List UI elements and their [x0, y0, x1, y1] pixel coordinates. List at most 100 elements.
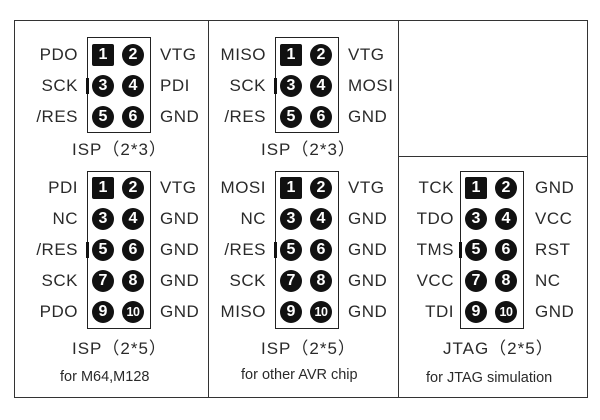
pin-label: SCK	[41, 271, 78, 290]
pin-1: 1	[92, 177, 114, 199]
caption: for JTAG simulation	[426, 370, 553, 386]
pin-2: 2	[310, 177, 332, 199]
pin-4: 4	[495, 208, 517, 230]
pin-label: PDI	[160, 76, 190, 95]
pin-label: GND	[348, 209, 388, 228]
pin-label: GND	[160, 107, 200, 126]
pin-6: 6	[122, 239, 144, 261]
pin-7: 7	[92, 270, 114, 292]
pin-8: 8	[495, 270, 517, 292]
pin-label: TCK	[418, 178, 454, 197]
header-title: ISP（2*3）	[72, 140, 167, 159]
pin-1: 1	[280, 177, 302, 199]
pin-5: 5	[92, 239, 114, 261]
pin-label: VTG	[348, 178, 385, 197]
pin-label: VCC	[535, 209, 573, 228]
pin-label: TMS	[416, 240, 454, 259]
pin-label: MISO	[220, 302, 266, 321]
header-title: ISP（2*5）	[72, 339, 167, 358]
pin-5: 5	[92, 106, 114, 128]
pin1-notch	[86, 242, 89, 258]
pin-7: 7	[465, 270, 487, 292]
pin-label: SCK	[229, 271, 266, 290]
pin-3: 3	[280, 75, 302, 97]
pin-label: /RES	[224, 107, 266, 126]
pin-label: PDO	[39, 302, 78, 321]
outer-frame	[14, 20, 588, 398]
pin-6: 6	[122, 106, 144, 128]
pin-label: GND	[348, 302, 388, 321]
pin-9: 9	[465, 301, 487, 323]
pin-2: 2	[495, 177, 517, 199]
pin-7: 7	[280, 270, 302, 292]
pin-label: GND	[535, 302, 575, 321]
pin-label: TDI	[425, 302, 454, 321]
pin-label: GND	[160, 271, 200, 290]
pin-4: 4	[310, 208, 332, 230]
pin-3: 3	[92, 208, 114, 230]
pin-1: 1	[465, 177, 487, 199]
pin-6: 6	[310, 106, 332, 128]
column-divider-2	[398, 20, 399, 398]
pin-label: TDO	[416, 209, 454, 228]
pin-label: NC	[535, 271, 561, 290]
pin-4: 4	[310, 75, 332, 97]
header-title: JTAG（2*5）	[443, 339, 554, 358]
pin-label: GND	[160, 302, 200, 321]
pin-label: SCK	[229, 76, 266, 95]
pin-label: VTG	[160, 45, 197, 64]
pin-5: 5	[280, 106, 302, 128]
pin1-notch	[274, 242, 277, 258]
pin-9: 9	[280, 301, 302, 323]
pin-2: 2	[310, 44, 332, 66]
header-title: ISP（2*5）	[261, 339, 356, 358]
pin-label: MISO	[220, 45, 266, 64]
pin-label: GND	[535, 178, 575, 197]
pin-10: 10	[310, 301, 332, 323]
pin-label: MOSI	[348, 76, 394, 95]
pin-label: PDO	[39, 45, 78, 64]
header-title: ISP（2*3）	[261, 140, 356, 159]
pin-label: GND	[348, 107, 388, 126]
pin-label: NC	[240, 209, 266, 228]
pin-label: GND	[160, 209, 200, 228]
pin-label: VCC	[416, 271, 454, 290]
pin-label: MOSI	[220, 178, 266, 197]
pin-9: 9	[92, 301, 114, 323]
pin-label: GND	[348, 271, 388, 290]
pin-5: 5	[280, 239, 302, 261]
caption: for other AVR chip	[241, 367, 358, 383]
pin-label: VTG	[160, 178, 197, 197]
caption: for M64,M128	[60, 369, 150, 385]
pin-3: 3	[465, 208, 487, 230]
pin-6: 6	[495, 239, 517, 261]
pin-label: GND	[160, 240, 200, 259]
pin-5: 5	[465, 239, 487, 261]
pin-8: 8	[122, 270, 144, 292]
pin1-notch	[459, 242, 462, 258]
pin-3: 3	[280, 208, 302, 230]
pin-10: 10	[495, 301, 517, 323]
pin-2: 2	[122, 177, 144, 199]
pin-label: GND	[348, 240, 388, 259]
pin1-notch	[86, 78, 89, 94]
pin-label: SCK	[41, 76, 78, 95]
pin-8: 8	[310, 270, 332, 292]
column-divider-1	[208, 20, 209, 398]
pin-label: /RES	[224, 240, 266, 259]
pin-1: 1	[280, 44, 302, 66]
pin-3: 3	[92, 75, 114, 97]
pin-label: /RES	[36, 240, 78, 259]
pin-4: 4	[122, 75, 144, 97]
pin-2: 2	[122, 44, 144, 66]
pin-label: PDI	[48, 178, 78, 197]
pin-6: 6	[310, 239, 332, 261]
row-divider-jtag	[398, 156, 588, 157]
pin-label: /RES	[36, 107, 78, 126]
pin1-notch	[274, 78, 277, 94]
pin-label: NC	[52, 209, 78, 228]
pin-1: 1	[92, 44, 114, 66]
pin-4: 4	[122, 208, 144, 230]
pin-label: VTG	[348, 45, 385, 64]
pin-10: 10	[122, 301, 144, 323]
